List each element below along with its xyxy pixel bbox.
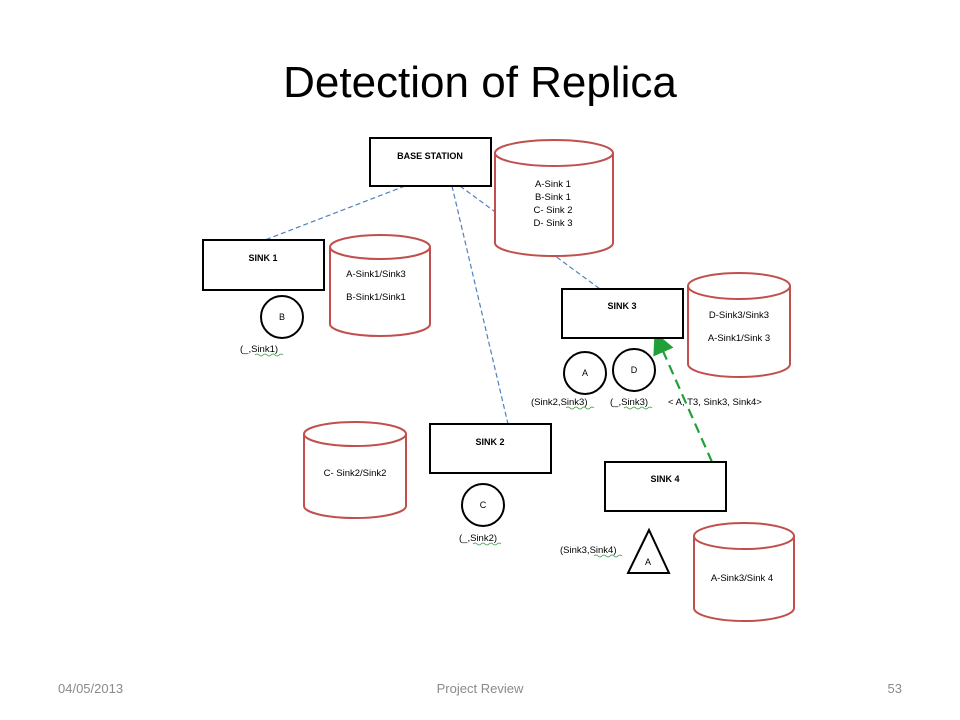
link-base-sink1	[264, 185, 406, 241]
base-db-entry: C- Sink 2	[533, 205, 572, 216]
base-station-label: BASE STATION	[397, 151, 463, 161]
base-station: BASE STATION	[369, 137, 492, 187]
sink2-database	[303, 421, 407, 519]
replica-message-arrow	[653, 331, 714, 463]
sink1-box	[202, 239, 325, 291]
footer-date: 04/05/2013	[58, 681, 124, 696]
slide-title: Detection of Replica	[283, 58, 677, 107]
replica-message-label: < A, T3, Sink3, Sink4>	[668, 397, 762, 408]
cylinder-top	[494, 139, 614, 167]
sink2-annotation: (_,Sink2)	[459, 533, 497, 544]
base-db-entry: B-Sink 1	[535, 192, 571, 203]
cylinder-top	[693, 522, 795, 550]
sink2-db-entry: C- Sink2/Sink2	[324, 468, 387, 479]
sink1-label: SINK 1	[248, 253, 277, 263]
sink3-node-a-circle	[563, 351, 607, 395]
cylinder-body	[494, 153, 614, 257]
sink4-node-triangle	[626, 527, 671, 574]
spellcheck-underline	[254, 353, 284, 357]
footer-title: Project Review	[436, 681, 524, 696]
sink4-box	[604, 461, 727, 512]
sink3-node-d-circle	[612, 348, 656, 392]
sink3-db-entry: A-Sink1/Sink 3	[708, 333, 770, 344]
sink1-database	[329, 234, 431, 337]
sink3-database	[687, 272, 791, 378]
sink4-db-entry: A-Sink3/Sink 4	[711, 573, 773, 584]
network-links	[264, 185, 601, 425]
sink1-db-entry: A-Sink1/Sink3	[346, 269, 406, 280]
base-station-box	[369, 137, 492, 187]
sink3-db-entry: D-Sink3/Sink3	[709, 310, 769, 321]
link-base-sink3	[459, 185, 601, 290]
base-db-entry: D- Sink 3	[533, 218, 572, 229]
cylinder-top	[329, 234, 431, 260]
cylinder-body	[329, 247, 431, 337]
sink3-box	[561, 288, 684, 339]
spellcheck-underline	[565, 406, 595, 410]
sink2-node-circle	[461, 483, 505, 527]
cylinder-top	[303, 421, 407, 447]
spellcheck-underline	[472, 542, 502, 546]
spellcheck-underline	[623, 406, 653, 410]
sink1-annotation: (_,Sink1)	[240, 344, 278, 355]
sink1-node-circle	[260, 295, 304, 339]
cylinder-body	[303, 434, 407, 519]
sink4-label: SINK 4	[650, 474, 679, 484]
sink2-label: SINK 2	[475, 437, 504, 447]
sink1-db-entry: B-Sink1/Sink1	[346, 292, 406, 303]
sink4-annotation: (Sink3,Sink4)	[560, 545, 617, 556]
sink3-node-d-label: D	[631, 365, 638, 375]
sink3-label: SINK 3	[607, 301, 636, 311]
cylinder-top	[687, 272, 791, 300]
spellcheck-underline	[593, 554, 623, 558]
sink1-node-label: B	[279, 312, 285, 322]
footer-page-number: 53	[887, 681, 902, 696]
sink4-database	[693, 522, 795, 622]
sink2-box	[429, 423, 552, 474]
sink2-node-label: C	[480, 500, 487, 510]
base-db-entry: A-Sink 1	[535, 179, 571, 190]
sink4-node-label: A	[645, 557, 651, 567]
base-station-database	[494, 139, 614, 257]
sink3-annotation-d: (_,Sink3)	[610, 397, 648, 408]
sink3-annotation-a: (Sink2,Sink3)	[531, 397, 588, 408]
link-base-sink2	[451, 185, 509, 425]
cylinder-body	[687, 286, 791, 378]
cylinder-body	[693, 536, 795, 622]
sink3-node-a-label: A	[582, 368, 588, 378]
